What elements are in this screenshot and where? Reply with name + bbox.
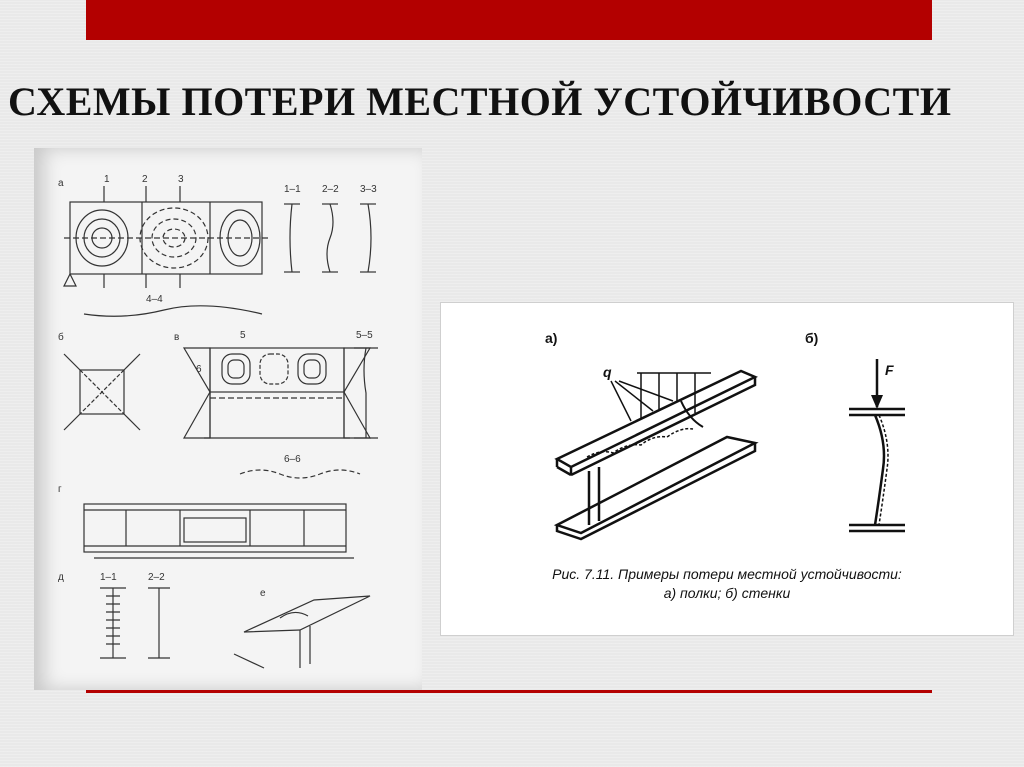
label-cut-2: 2 xyxy=(142,174,148,185)
caption-line-2: а) полки; б) стенки xyxy=(663,585,791,601)
label-section-2-2: 2–2 xyxy=(322,184,339,195)
label-section-4-4: 4–4 xyxy=(146,294,163,305)
label-a: а) xyxy=(545,330,557,346)
sub-label-g: г xyxy=(58,484,62,495)
plate-e xyxy=(233,595,371,669)
section-1-1 xyxy=(284,203,300,273)
i-beam-flange-buckling xyxy=(553,369,759,541)
section-3-3 xyxy=(360,203,376,273)
load-q-arrows xyxy=(610,372,711,422)
label-section-d-2-2: 2–2 xyxy=(148,572,165,583)
caption-line-1: Рис. 7.11. Примеры потери местной устойч… xyxy=(552,566,902,582)
beam-g xyxy=(83,503,354,559)
sub-label-e: е xyxy=(260,588,266,599)
buckling-schemes-drawing: 1 2 3 1–1 2–2 3–3 4–4 5 5–5 6 6–6 1–1 2–… xyxy=(58,174,378,669)
section-2-2 xyxy=(322,203,338,273)
force-F-arrowhead xyxy=(871,395,883,409)
flange-web-buckling-drawing: а) б) q F xyxy=(545,330,905,541)
top-accent-bar xyxy=(86,0,932,40)
label-cut-1: 1 xyxy=(104,174,110,185)
section-d-1-1 xyxy=(100,587,126,659)
label-cut-6: 6 xyxy=(196,364,202,375)
slide-title: СХЕМЫ ПОТЕРИ МЕСТНОЙ УСТОЙЧИВОСТИ xyxy=(8,79,952,124)
section-6-6-wave xyxy=(239,469,361,479)
shear-panel-b xyxy=(63,353,141,431)
label-cut-5: 5 xyxy=(240,330,246,341)
sub-label-v: в xyxy=(174,332,179,343)
label-section-6-6: 6–6 xyxy=(284,454,301,465)
section-4-4-wave xyxy=(83,305,263,317)
load-q-label: q xyxy=(603,364,612,380)
label-section-1-1: 1–1 xyxy=(284,184,301,195)
buckle-wave-right xyxy=(219,209,261,267)
label-section-5-5: 5–5 xyxy=(356,330,373,341)
section-5-5 xyxy=(354,347,378,439)
beam-v xyxy=(182,347,372,439)
sub-label-b: б xyxy=(58,331,64,343)
label-b: б) xyxy=(805,330,818,346)
label-section-d-1-1: 1–1 xyxy=(100,572,117,583)
section-d-2-2 xyxy=(148,587,170,659)
buckle-wave-middle xyxy=(139,207,209,269)
support-left xyxy=(63,272,77,287)
sub-label-a: а xyxy=(58,178,64,189)
right-scanned-figure: а) б) q F xyxy=(440,302,1014,636)
figure-caption: Рис. 7.11. Примеры потери местной устойч… xyxy=(441,565,1013,603)
buckle-wave-left xyxy=(75,209,129,267)
label-section-3-3: 3–3 xyxy=(360,184,377,195)
label-cut-3: 3 xyxy=(178,174,184,185)
sub-label-d: д xyxy=(58,572,64,583)
web-buckling-section xyxy=(849,359,905,533)
bottom-accent-line xyxy=(86,690,932,693)
load-F-label: F xyxy=(885,362,894,378)
left-scanned-figure: 1 2 3 1–1 2–2 3–3 4–4 5 5–5 6 6–6 1–1 2–… xyxy=(34,148,422,690)
